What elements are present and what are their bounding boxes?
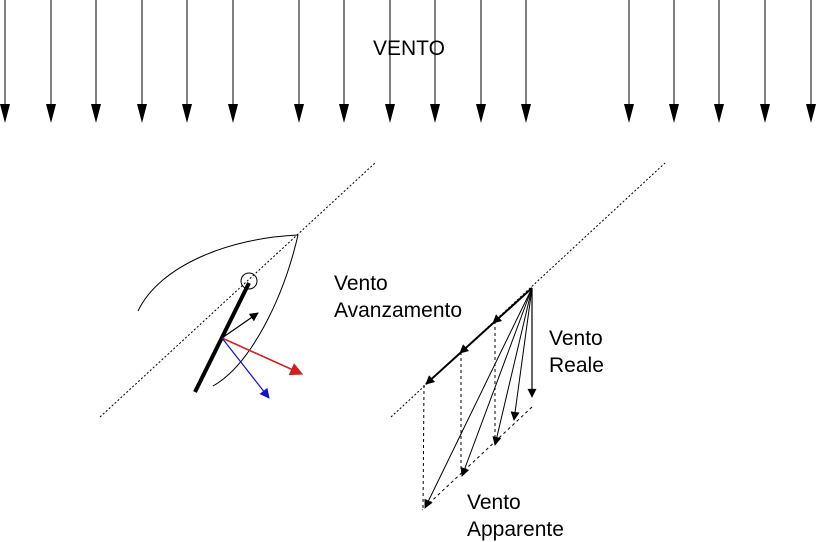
wind-arrow-head [46,104,56,123]
thrust-vector [221,312,259,339]
wind-arrow-head [182,104,192,123]
wind-arrow-head [806,104,816,123]
wind-arrow-head [714,104,724,123]
apparent-wind-vector-2 [492,287,533,446]
advance-wind-label-2: Avanzamento [334,299,462,322]
wind-arrow-head [669,104,679,123]
hull-outline-starboard [212,234,299,387]
parallelogram-bottom [421,406,533,511]
true-wind-label-2: Reale [549,354,604,377]
boat-figure [99,162,376,418]
apparent-wind-label-2: Apparente [467,518,564,541]
parallel-3 [422,384,425,511]
advance-wind-label-1: Vento [334,272,388,295]
vector-triangle [390,162,666,511]
wind-arrow-head [339,104,349,123]
apparent-wind-vector-3 [460,287,533,477]
wind-arrow-head [624,104,634,123]
wind-arrow-head [228,104,238,123]
mast-icon [240,272,258,290]
wind-arrow-head [521,104,531,123]
true-wind-label-1: Vento [549,327,603,350]
wind-title: VENTO [373,37,445,60]
wind-arrow-head [294,104,304,123]
wind-arrow-head [385,104,395,123]
apparent-wind-vector-4 [424,287,533,509]
advance-wind-vector [425,287,533,385]
hull-outline-port [137,234,299,312]
drag-vector [221,337,270,399]
wind-arrow-head [137,104,147,123]
wind-arrow-head [91,104,101,123]
wind-arrows [0,0,816,123]
wind-arrow-head [430,104,440,123]
apparent-wind-vector-1 [510,287,533,421]
wind-arrow-head [760,104,770,123]
lift-vector [221,337,304,376]
wind-arrow-head [0,104,10,123]
apparent-wind-label-1: Vento [467,491,521,514]
wind-arrow-head [476,104,486,123]
